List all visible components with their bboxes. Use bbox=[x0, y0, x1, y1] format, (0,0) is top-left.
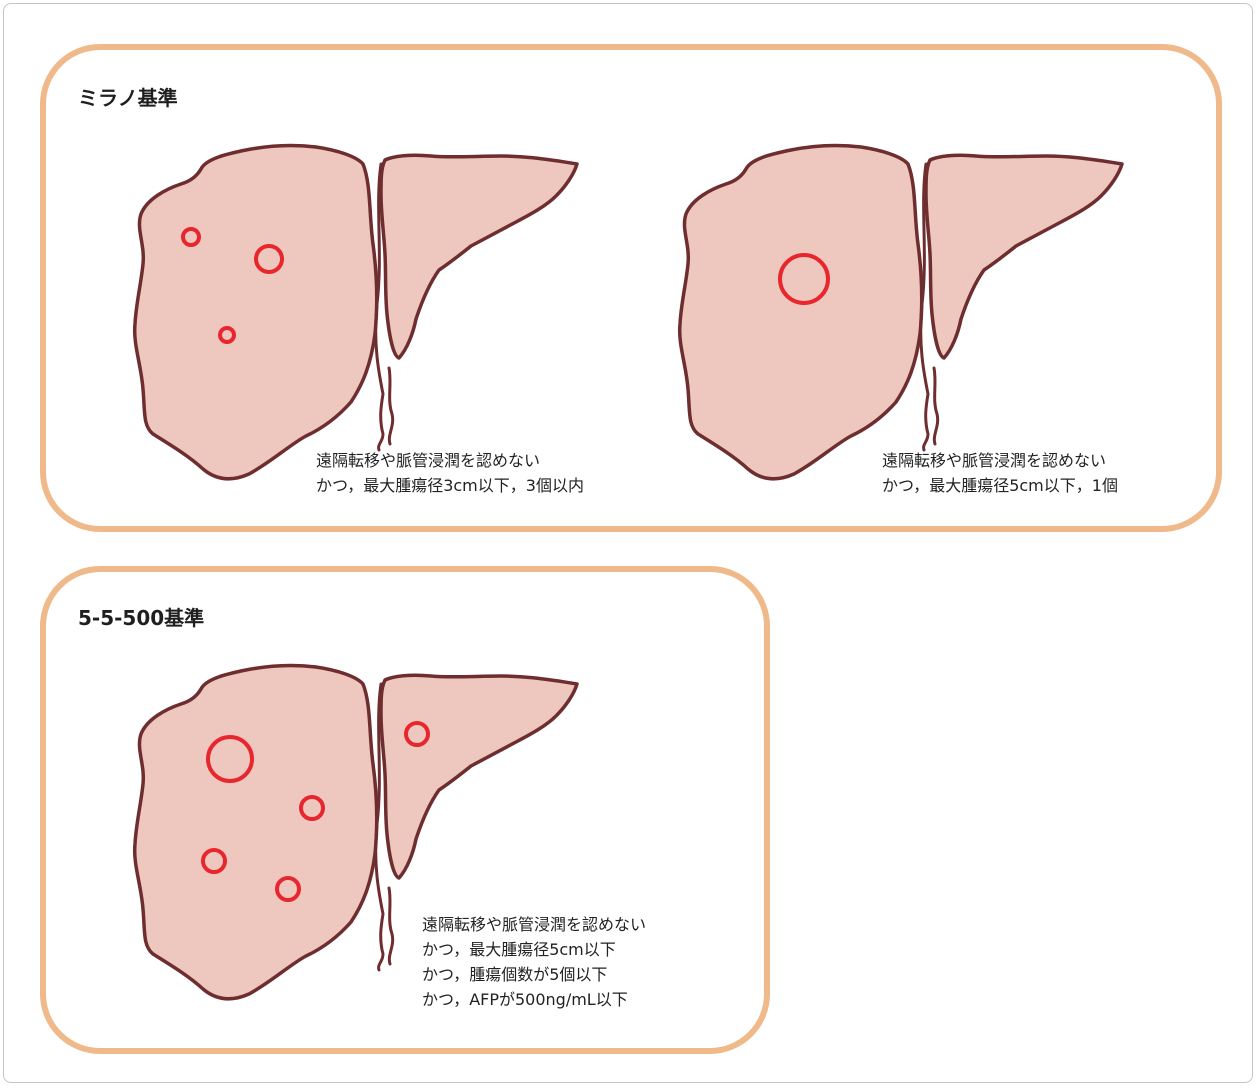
milan-criteria-panel: ミラノ基準 遠隔転移や脈管浸潤を認めない かつ，最大腫瘍径3cm以下，3個以内 … bbox=[40, 44, 1222, 532]
milan-title: ミラノ基準 bbox=[78, 82, 178, 111]
right-lobe bbox=[135, 146, 377, 479]
right-lobe bbox=[135, 666, 377, 999]
criteria-555-caption: 遠隔転移や脈管浸潤を認めない かつ，最大腫瘍径5cm以下 かつ，腫瘍個数が5個以… bbox=[422, 912, 646, 1012]
milan-caption-multiple: 遠隔転移や脈管浸潤を認めない かつ，最大腫瘍径3cm以下，3個以内 bbox=[316, 448, 584, 498]
left-lobe bbox=[926, 155, 1122, 358]
criteria-555-panel: 5-5-500基準 遠隔転移や脈管浸潤を認めない かつ，最大腫瘍径5cm以下 か… bbox=[40, 566, 770, 1054]
right-lobe bbox=[680, 146, 922, 479]
milan-caption-single: 遠隔転移や脈管浸潤を認めない かつ，最大腫瘍径5cm以下，1個 bbox=[882, 448, 1118, 498]
left-lobe bbox=[381, 675, 577, 878]
left-lobe bbox=[381, 155, 577, 358]
criteria-555-title: 5-5-500基準 bbox=[78, 602, 204, 631]
